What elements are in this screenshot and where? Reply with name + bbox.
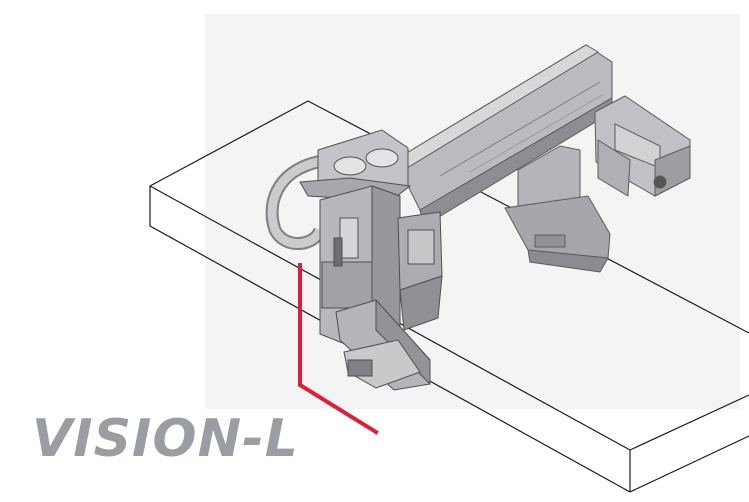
vertical-axis-head [265, 129, 443, 391]
end-motor-unit [594, 95, 691, 197]
background-panel [205, 14, 740, 409]
brand-logo: VISION-L [32, 409, 299, 469]
rear-support-leg [504, 145, 611, 273]
red-axis-marker [298, 263, 379, 435]
